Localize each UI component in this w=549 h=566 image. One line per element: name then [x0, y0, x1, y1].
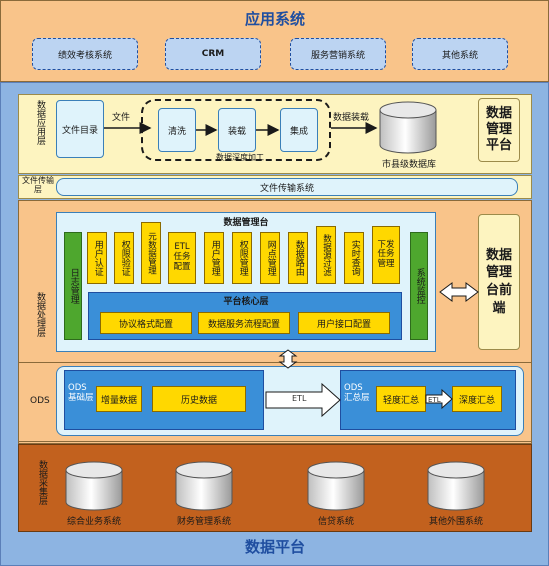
ods-summary-label: ODS汇总层: [344, 383, 370, 403]
ods-etl-label-1: ETL: [292, 394, 307, 403]
core-user-interface-config: 用户接口配置: [298, 312, 390, 334]
data-mgmt-platform-label: 数据管理平台: [485, 105, 512, 154]
file-transfer-system: 文件传输系统: [56, 178, 518, 196]
load-arrow-label: 数据装载: [333, 113, 370, 123]
data-mgmt-platform-box: 数据管理平台: [478, 98, 520, 162]
city-db-cylinder: [379, 101, 437, 154]
system-monitor-bar: 系统监控: [410, 232, 428, 340]
step-clean: 清洗: [158, 108, 196, 152]
ods-deep-summary: 深度汇总: [452, 386, 502, 412]
source-credit-label: 信贷系统: [317, 517, 354, 527]
app-system-item-crm: CRM: [165, 38, 261, 70]
platform-core-title: 平台核心层: [223, 296, 269, 307]
module-metadata-mgmt: 元数据管理: [141, 222, 161, 284]
module-permission-verify: 权限验证: [114, 232, 134, 284]
module-user-auth: 用户认证: [87, 232, 107, 284]
data-processing-layer-label: 数据处理层: [35, 292, 45, 337]
ods-base-label: ODS基础层: [68, 383, 94, 403]
deep-processing-label: 数据深度加工: [216, 152, 264, 162]
module-permission-mgmt: 权限管理: [232, 232, 252, 284]
ods-light-summary: 轻度汇总: [376, 386, 426, 412]
data-collection-layer-label: 数据采集层: [37, 460, 47, 505]
source-credit-cylinder: [307, 461, 365, 511]
ods-incremental-data: 增量数据: [96, 386, 142, 412]
source-core-business-cylinder: [65, 461, 123, 511]
module-dispatch-task-mgmt: 下发任务管理: [372, 226, 400, 284]
step-integrate: 集成: [280, 108, 318, 152]
ods-label: ODS: [30, 396, 50, 406]
step-load: 装载: [218, 108, 256, 152]
city-db-label: 市县级数据库: [381, 160, 436, 170]
core-data-service-flow-config: 数据服务流程配置: [198, 312, 290, 334]
data-app-layer-label: 数据应用层: [35, 100, 45, 145]
log-mgmt-label: 日志管理: [68, 268, 79, 304]
core-protocol-config: 协议格式配置: [100, 312, 192, 334]
module-realtime-query: 实时查询: [344, 232, 364, 284]
app-system-title: 应用系统: [244, 9, 305, 28]
mgmt-console-title: 数据管理台: [223, 217, 269, 228]
source-finance-cylinder: [175, 461, 233, 511]
data-platform-title: 数据平台: [244, 537, 305, 556]
source-other-cylinder: [427, 461, 485, 511]
log-mgmt-bar: 日志管理: [64, 232, 82, 340]
ods-etl-label-2: ETL: [428, 396, 441, 404]
module-outlet-mgmt: 网点管理: [260, 232, 280, 284]
file-transfer-layer-label: 文件传输层: [22, 176, 54, 194]
console-ods-double-arrow: [278, 349, 298, 369]
console-frontend-double-arrow: [439, 282, 479, 302]
ods-history-data: 历史数据: [152, 386, 246, 412]
system-monitor-label: 系统监控: [414, 268, 425, 304]
app-system-item-performance: 绩效考核系统: [32, 38, 138, 70]
ods-etl-arrow-1: [265, 382, 341, 418]
app-system-item-service-marketing: 服务营销系统: [290, 38, 386, 70]
ods-etl-arrow-2: [425, 388, 453, 410]
module-etl-task-config: ETL任务配置: [168, 232, 196, 284]
file-catalog-box: 文件目录: [56, 100, 104, 158]
module-user-mgmt: 用户管理: [204, 232, 224, 284]
data-mgmt-frontend-label: 数据管理台前端: [485, 247, 512, 316]
file-arrow-label: 文件: [112, 113, 131, 123]
source-other-label: 其他外围系统: [428, 517, 483, 527]
module-datasource-filter: 数据源过滤: [316, 226, 336, 284]
source-finance-label: 财务管理系统: [176, 517, 231, 527]
data-mgmt-frontend-box: 数据管理台前端: [478, 214, 520, 350]
source-core-business-label: 综合业务系统: [66, 517, 121, 527]
app-system-item-other: 其他系统: [412, 38, 508, 70]
module-data-routing: 数据路由: [288, 232, 308, 284]
